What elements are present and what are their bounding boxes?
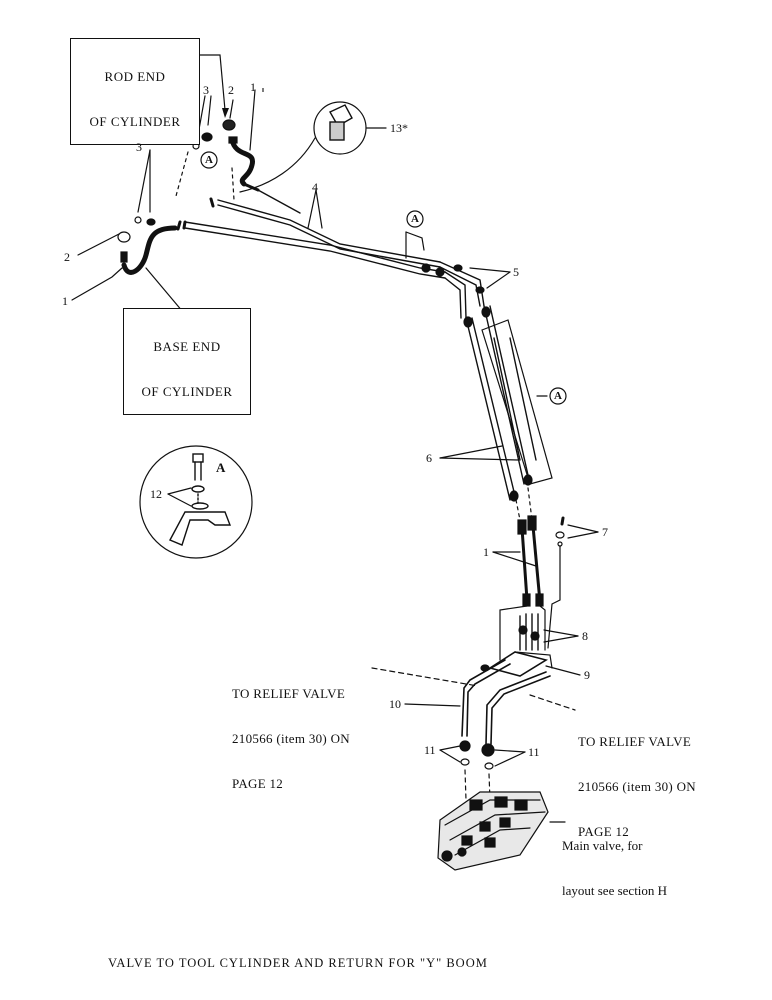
callout-12: 12 [150, 487, 162, 501]
callout-2-left: 2 [64, 250, 70, 264]
fitting-2-top [222, 119, 236, 131]
callout-11-left: 11 [424, 743, 436, 757]
base-end-line-1: BASE END [153, 339, 221, 354]
marker-a-top [200, 151, 218, 169]
callout-13: 13* [390, 121, 408, 135]
tubes-item-10 [461, 659, 551, 745]
tubes-item-6 [465, 305, 537, 501]
hose-1-left [121, 225, 178, 275]
elbow-fitting-13 [329, 104, 353, 141]
main-valve-line-2: layout see section H [562, 883, 668, 898]
callout-3-top: 3 [203, 83, 209, 97]
main-valve-line-1: Main valve, for [562, 838, 643, 853]
detail-a-circle [139, 445, 253, 559]
rod-end-leader [195, 54, 226, 111]
marker-a-right-text: A [554, 390, 562, 402]
marker-a-mid-text: A [411, 213, 419, 225]
relief-right-line-1: TO RELIEF VALVE [578, 734, 692, 749]
callout-11-right: 11 [528, 745, 540, 759]
base-end-label: BASE END OF CYLINDER [123, 308, 251, 415]
callout-6: 6 [426, 451, 432, 465]
callout-1-mid: 1 [483, 545, 489, 559]
tubes-item-4 [184, 189, 446, 279]
relief-right-line-2: 210566 (item 30) ON [578, 779, 696, 794]
main-valve-body [437, 791, 549, 871]
callout-1-left: 1 [62, 294, 68, 308]
main-valve-note: Main valve, for layout see section H [562, 808, 667, 913]
detail-a-label: A [216, 460, 226, 475]
rod-end-label: ROD END OF CYLINDER [70, 38, 200, 145]
callout-4: 4 [312, 180, 318, 194]
bracket-item-9 [488, 651, 549, 677]
callout-1-top: 1 [250, 80, 256, 94]
callout-10: 10 [389, 697, 401, 711]
relief-right-line-3: PAGE 12 [578, 824, 630, 839]
callout-7: 7 [602, 525, 608, 539]
relief-valve-note-right: TO RELIEF VALVE 210566 (item 30) ON PAGE… [578, 704, 696, 854]
rod-end-line-1: ROD END [104, 69, 166, 84]
callout-9: 9 [584, 668, 590, 682]
figure-caption: VALVE TO TOOL CYLINDER AND RETURN FOR "Y… [108, 956, 488, 970]
relief-valve-note-left: TO RELIEF VALVE 210566 (item 30) ON PAGE… [232, 656, 350, 806]
fitting-2-left [117, 231, 131, 243]
marker-a-top-text: A [205, 154, 213, 166]
hoses-item-1-mid [520, 524, 542, 604]
marker-a-right [549, 387, 567, 405]
callout-5: 5 [513, 265, 519, 279]
relief-left-line-1: TO RELIEF VALVE [232, 686, 346, 701]
callout-3-left: 3 [136, 140, 142, 154]
rod-end-line-2: OF CYLINDER [89, 114, 181, 129]
detail-a-bolt [169, 453, 232, 546]
hose-1-top [229, 137, 255, 187]
marker-a-mid [406, 210, 424, 228]
base-end-line-2: OF CYLINDER [141, 384, 233, 399]
relief-left-line-2: 210566 (item 30) ON [232, 731, 350, 746]
relief-left-line-3: PAGE 12 [232, 776, 284, 791]
callout-2-top: 2 [228, 83, 234, 97]
callout-8: 8 [582, 629, 588, 643]
fitting-3b [201, 132, 213, 142]
